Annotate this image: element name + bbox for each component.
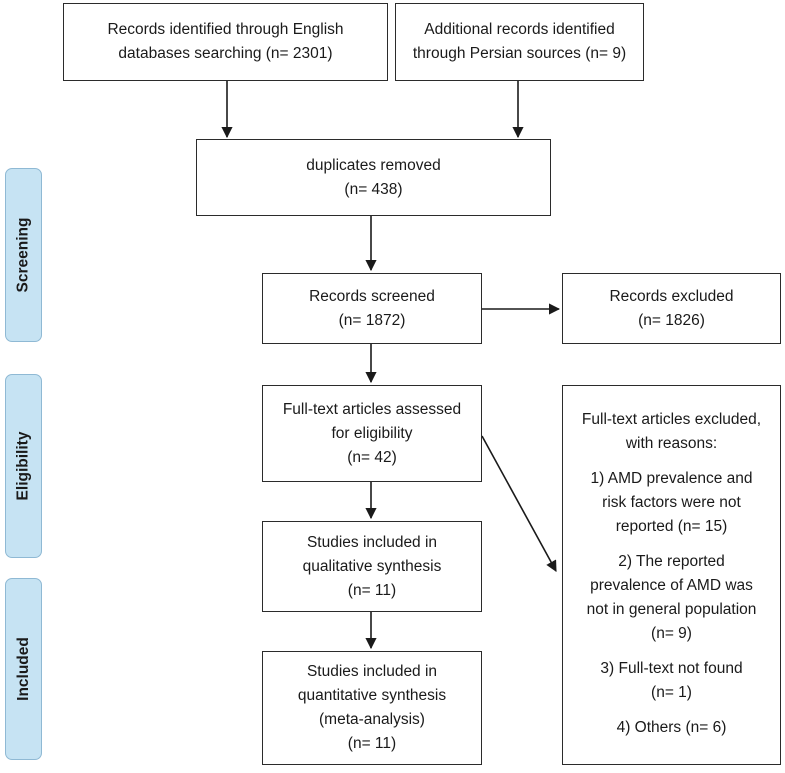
english-records-line-1: Records identified through English [107,21,344,38]
arrow-fulltext-to-exclusions [481,435,557,572]
quantitative-line-1: Studies included in [306,663,438,680]
quantitative-line-3: (meta-analysis) [319,711,425,728]
fulltext-assessed-box: Full-text articles assessed for eligibil… [262,385,482,482]
reasons-heading-line-2: with reasons: [625,435,718,452]
stage-screening: Screening [5,168,42,342]
reason-2-line-2: prevalence of AMD was [590,577,753,594]
records-screened-box: Records screened (n= 1872) [262,273,482,344]
fulltext-line-2: for eligibility [331,424,413,442]
quantitative-synthesis-box: Studies included in quantitative synthes… [262,651,482,765]
duplicates-removed-box: duplicates removed (n= 438) [196,139,551,216]
duplicates-line-2: (n= 438) [344,180,403,198]
fulltext-line-3: (n= 42) [347,448,397,466]
duplicates-line-1: duplicates removed [306,156,441,174]
fulltext-line-1: Full-text articles assessed [282,400,462,418]
screened-line-2: (n= 1872) [338,311,406,329]
reason-1-line-3: reported (n= 15) [615,518,728,535]
reason-1-line-1: 1) AMD prevalence and [590,470,753,487]
reason-3-line-2: (n= 1) [651,684,692,701]
records-excluded-box: Records excluded (n= 1826) [562,273,781,344]
quantitative-line-2: quantitative synthesis [297,687,447,704]
stage-included: Included [5,578,42,760]
english-records-line-2: databases searching (n= 2301) [118,45,333,62]
excluded-line-1: Records excluded [609,287,734,305]
reason-2-line-3: not in general population [586,601,757,618]
english-records-box: Records identified through English datab… [63,3,388,81]
reason-1-line-2: risk factors were not [602,494,741,511]
qualitative-line-2: qualitative synthesis [302,557,442,575]
reason-2-line-1: 2) The reported [618,553,725,570]
screened-line-1: Records screened [309,287,435,305]
qualitative-line-3: (n= 11) [347,581,397,599]
quantitative-line-4: (n= 11) [347,735,397,752]
persian-records-box: Additional records identified through Pe… [395,3,644,81]
qualitative-synthesis-box: Studies included in qualitative synthesi… [262,521,482,612]
reason-4-line-1: 4) Others (n= 6) [616,719,727,736]
persian-records-line-2: through Persian sources (n= 9) [412,45,627,62]
reasons-heading-line-1: Full-text articles excluded, [581,411,762,428]
persian-records-line-1: Additional records identified [424,21,615,38]
fulltext-excluded-reasons-box: Full-text articles excluded, with reason… [562,385,781,765]
stage-eligibility: Eligibility [5,374,42,558]
reason-2-line-4: (n= 9) [651,625,692,642]
excluded-line-2: (n= 1826) [638,311,705,329]
reason-3-line-1: 3) Full-text not found [600,660,743,677]
qualitative-line-1: Studies included in [306,533,438,551]
